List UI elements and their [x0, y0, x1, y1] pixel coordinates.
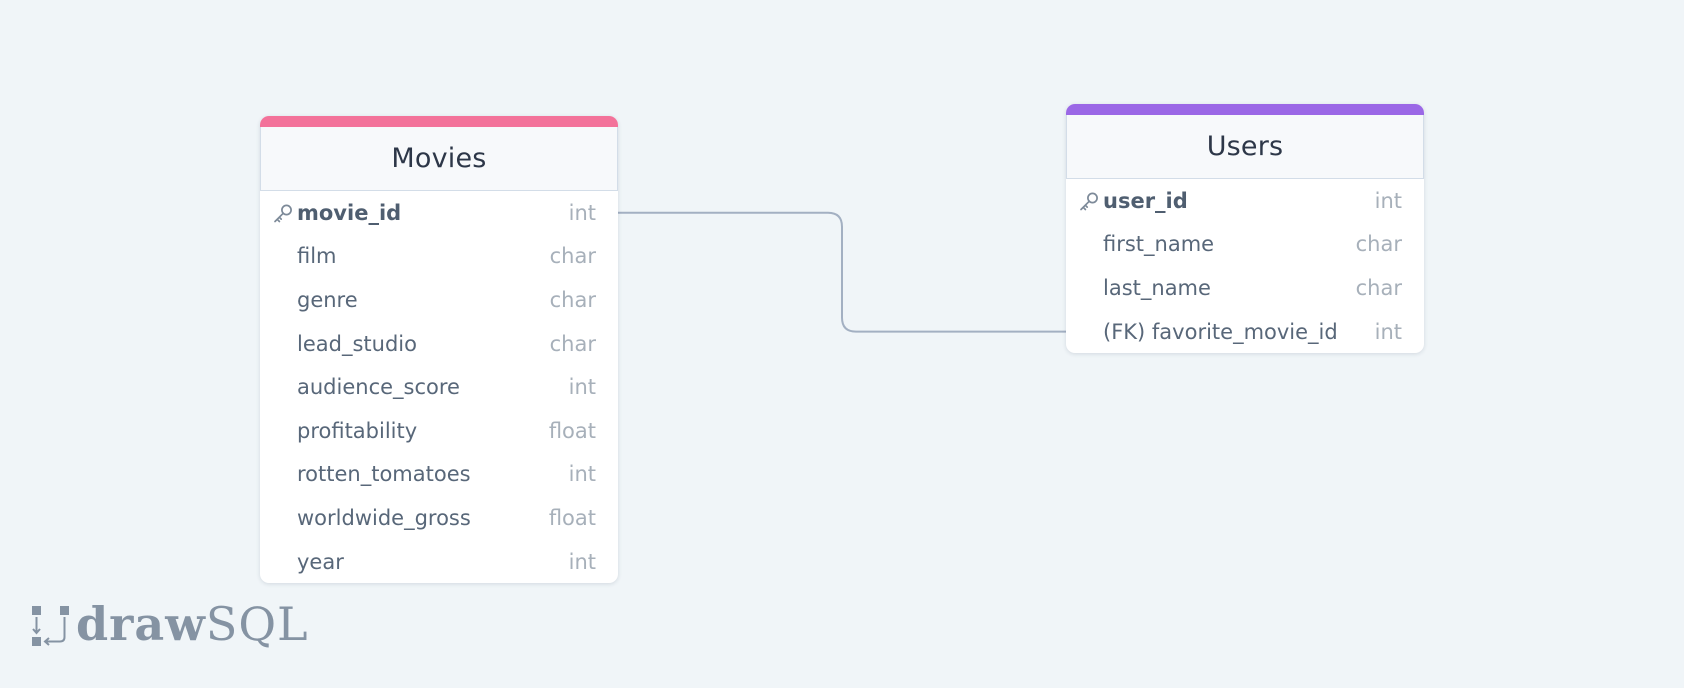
column-row[interactable]: (FK) favorite_movie_id int — [1066, 310, 1424, 354]
column-type: int — [568, 549, 596, 574]
column-type: float — [548, 505, 596, 530]
column-name: movie_id — [297, 200, 402, 225]
column-type: char — [549, 331, 596, 356]
column-type: int — [568, 462, 596, 487]
column-row[interactable]: last_name char — [1066, 266, 1424, 310]
column-name: year — [297, 549, 344, 574]
column-name: film — [297, 244, 337, 269]
table-title: Movies — [391, 143, 487, 174]
column-row[interactable]: lead_studio char — [260, 322, 618, 366]
column-name: (FK) favorite_movie_id — [1103, 319, 1338, 344]
table-header[interactable]: Movies — [260, 127, 618, 191]
column-type: int — [1374, 188, 1402, 213]
column-name: audience_score — [297, 375, 460, 400]
column-row[interactable]: audience_score int — [260, 365, 618, 409]
table-movies[interactable]: Movies movie_id int film char genre char… — [260, 116, 618, 584]
column-name: profitability — [297, 418, 418, 443]
column-row[interactable]: first_name char — [1066, 223, 1424, 267]
table-columns: movie_id int film char genre char lead_s… — [260, 191, 618, 583]
column-type: char — [549, 287, 596, 312]
column-type: char — [549, 244, 596, 269]
column-type: char — [1355, 275, 1402, 300]
column-row[interactable]: profitability float — [260, 409, 618, 453]
drawsql-logo-icon — [32, 606, 69, 646]
column-type: char — [1355, 232, 1402, 257]
column-name: lead_studio — [297, 331, 417, 356]
key-icon — [1080, 192, 1098, 211]
table-users[interactable]: Users user_id int first_name char last_n… — [1066, 104, 1424, 354]
column-row[interactable]: genre char — [260, 278, 618, 322]
logo-text-draw: draw — [76, 597, 206, 651]
column-row[interactable]: film char — [260, 235, 618, 279]
key-icon — [274, 204, 292, 223]
column-row[interactable]: worldwide_gross float — [260, 496, 618, 540]
logo-text-sql: SQL — [205, 597, 309, 651]
column-row[interactable]: year int — [260, 540, 618, 584]
column-type: int — [1374, 319, 1402, 344]
column-name: user_id — [1103, 188, 1188, 213]
column-type: int — [568, 375, 596, 400]
table-columns: user_id int first_name char last_name ch… — [1066, 179, 1424, 353]
table-title: Users — [1206, 131, 1284, 162]
column-row[interactable]: user_id int — [1066, 179, 1424, 223]
column-type: float — [548, 418, 596, 443]
column-name: genre — [297, 287, 358, 312]
table-accent-bar — [260, 116, 618, 127]
table-header[interactable]: Users — [1066, 115, 1424, 179]
column-name: first_name — [1103, 232, 1215, 257]
column-row[interactable]: rotten_tomatoes int — [260, 453, 618, 497]
column-name: last_name — [1103, 275, 1211, 300]
column-name: rotten_tomatoes — [297, 462, 471, 487]
column-name: worldwide_gross — [297, 505, 471, 530]
column-type: int — [568, 200, 596, 225]
column-row[interactable]: movie_id int — [260, 191, 618, 235]
table-accent-bar — [1066, 104, 1424, 115]
relation-line-movie-id-to-favorite-movie-id[interactable] — [618, 211, 1066, 333]
